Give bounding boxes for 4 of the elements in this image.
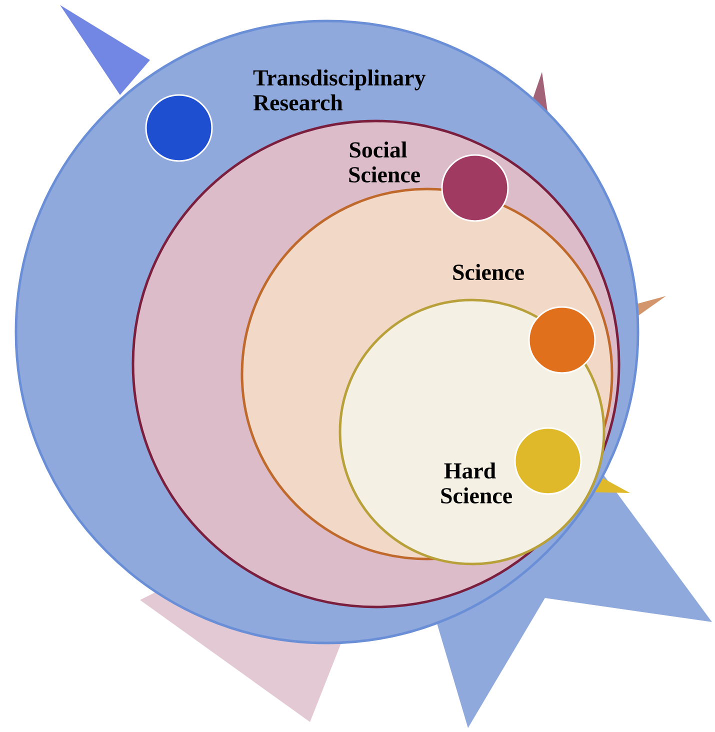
region-label: Hard Science [441,462,512,504]
region-label: Transdisciplinary Research [253,69,426,111]
region-label: Social Science [349,141,420,183]
region-label: Science [453,264,524,280]
